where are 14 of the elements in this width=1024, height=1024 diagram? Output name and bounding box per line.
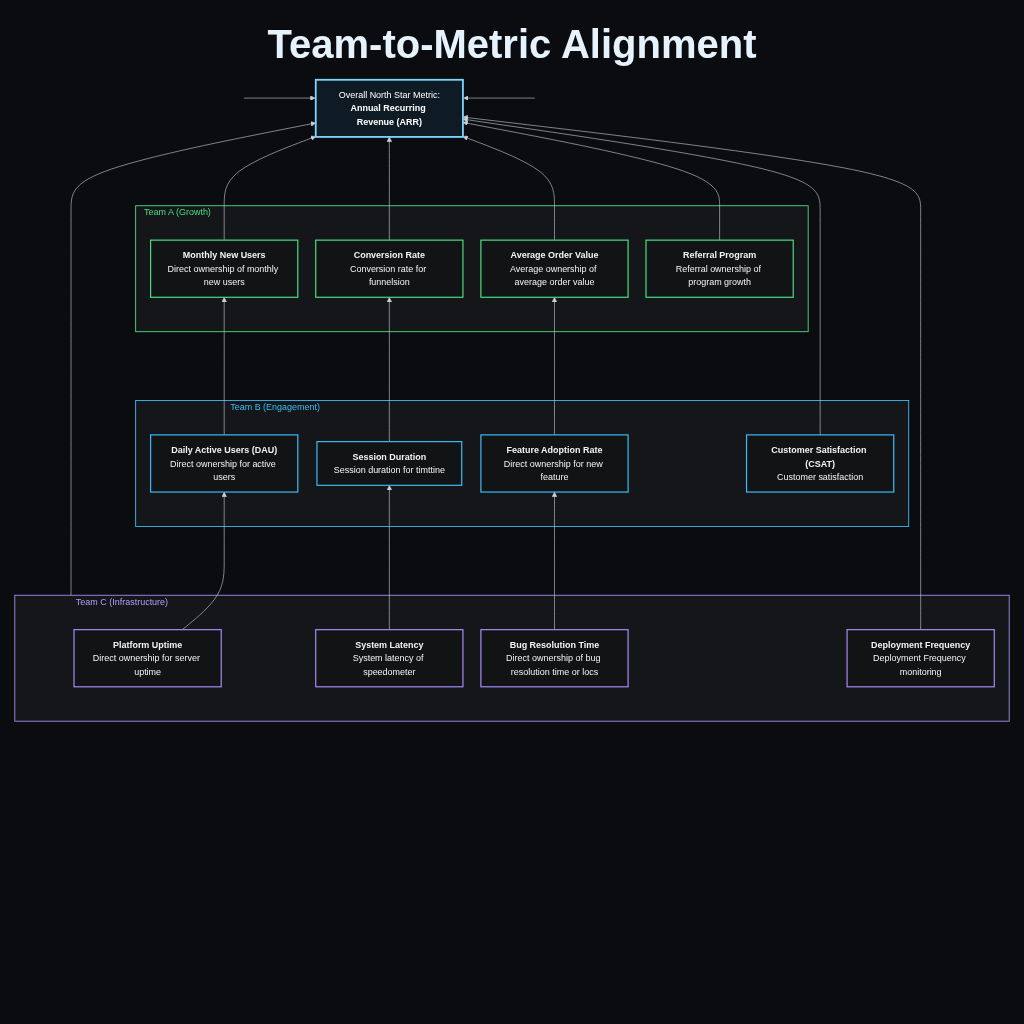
diagram-title: Team-to-Metric Alignment xyxy=(266,21,758,68)
metric-card: Average Order Value Average ownership of average order value xyxy=(480,239,629,298)
metric-card: Platform Uptime Direct ownership for server uptime xyxy=(73,629,222,688)
metric-box: Overall North Star Metric: Annual Recurring Revenue (ARR) xyxy=(314,78,464,138)
metric-card: Bug Resolution Time Direct ownership of bug resolution time or locs xyxy=(480,629,629,688)
metric-card: Customer Satisfaction (CSAT) Customer satisfaction xyxy=(745,434,895,493)
metric-card: Monthly New Users Direct ownership of monthly new users xyxy=(150,239,299,298)
metric-card: Feature Adoption Rate Direct ownership for new feature xyxy=(480,434,629,493)
metric-card: System Latency System latency of speedometer xyxy=(315,629,464,688)
metric-card: Conversion Rate Conversion rate for funnelsion xyxy=(315,239,464,298)
metric-card: Session Duration Session duration for timttine xyxy=(316,441,463,486)
metric-card: Daily Active Users (DAU) Direct ownership for active users xyxy=(150,434,299,493)
metric-card: Deployment Frequency Deployment Frequency monitoring xyxy=(846,629,995,688)
metric-card: Referral Program Referral ownership of program growth xyxy=(645,239,794,298)
